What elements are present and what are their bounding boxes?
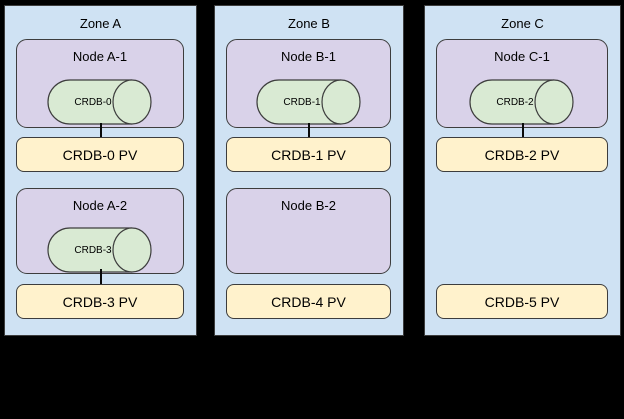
- node-box-c1: Node C-1 CRDB-2: [436, 39, 608, 128]
- pv-connector-line: [308, 123, 310, 138]
- zone-b-box: Zone B Node B-1 CRDB-1 CRDB-1 PV Node B-…: [214, 5, 404, 336]
- pv-box: CRDB-0 PV: [16, 137, 184, 172]
- database-cylinder-icon: CRDB-1: [255, 79, 361, 125]
- node-box-b2-empty: Node B-2: [226, 188, 391, 274]
- database-cylinder-icon: CRDB-2: [469, 79, 574, 125]
- zone-c-box: Zone C Node C-1 CRDB-2 CRDB-2 PV CRDB-5 …: [424, 5, 621, 336]
- database-cylinder-icon: CRDB-0: [47, 79, 152, 125]
- pv-box: CRDB-2 PV: [436, 137, 608, 172]
- pv-box: CRDB-1 PV: [226, 137, 391, 172]
- pv-box: CRDB-5 PV: [436, 284, 608, 319]
- node-title: Node C-1: [494, 49, 550, 64]
- pv-connector-line: [99, 123, 102, 138]
- node-title: Node A-2: [72, 198, 128, 213]
- node-title: Node A-1: [72, 49, 128, 64]
- pv-connector-line: [521, 123, 524, 138]
- pv-box: CRDB-3 PV: [16, 284, 184, 319]
- pod-label: CRDB-1: [283, 97, 321, 108]
- pod-label: CRDB-3: [74, 245, 112, 256]
- zone-title: Zone C: [501, 16, 544, 31]
- node-box-b1: Node B-1 CRDB-1: [226, 39, 391, 128]
- zone-title: Zone B: [288, 16, 330, 31]
- node-box-a1: Node A-1 CRDB-0: [16, 39, 184, 128]
- node-title: Node B-1: [281, 49, 336, 64]
- zone-title: Zone A: [79, 16, 122, 31]
- zone-a-box: Zone A Node A-1 CRDB-0 CRDB-0 PV Node A-…: [4, 5, 197, 336]
- database-cylinder-icon: CRDB-3: [47, 227, 152, 273]
- pod-label: CRDB-0: [74, 97, 112, 108]
- node-box-a2: Node A-2 CRDB-3: [16, 188, 184, 274]
- node-title: Node B-2: [281, 198, 336, 213]
- pv-box: CRDB-4 PV: [226, 284, 391, 319]
- pod-label: CRDB-2: [496, 97, 534, 108]
- pv-connector-line: [99, 269, 102, 285]
